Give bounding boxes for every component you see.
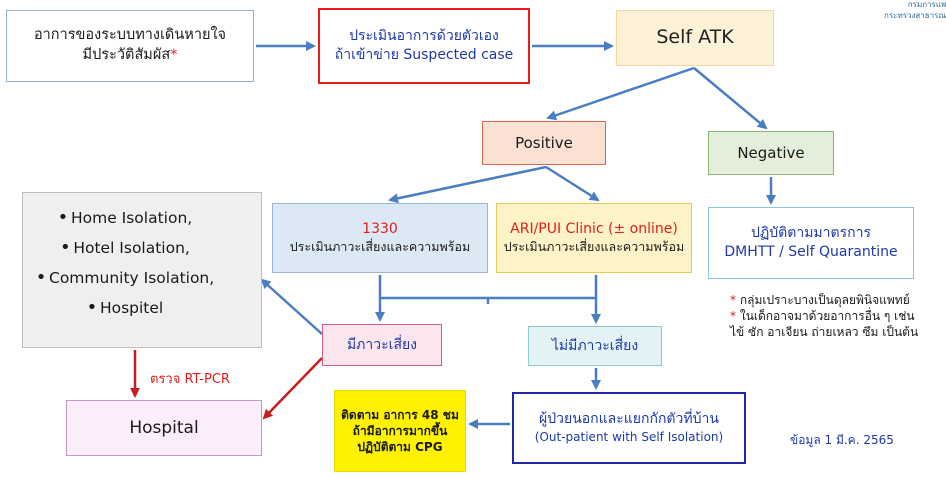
node-positive: Positive: [482, 121, 606, 165]
node-no-risk: ไม่มีภาวะเสี่ยง: [528, 326, 662, 366]
isolation-list: Home Isolation, Hotel Isolation, Communi…: [33, 203, 214, 323]
node-outpatient: ผู้ป่วยนอกและแยกกักตัวที่บ้าน (Out-patie…: [512, 392, 746, 464]
logo-line2: กระทรวงสาธารณสุข: [884, 10, 946, 20]
label-rt-pcr: ตรวจ RT-PCR: [150, 372, 230, 387]
data-date: ข้อมูล 1 มี.ค. 2565: [790, 433, 894, 447]
isolation-item: Hospitel: [33, 293, 214, 323]
isolation-item: Hotel Isolation,: [33, 233, 214, 263]
isolation-item: Community Isolation,: [33, 263, 214, 293]
ari-title: ARI/PUI Clinic (± online): [510, 221, 678, 238]
measures-line2: DMHTT / Self Quarantine: [724, 244, 898, 260]
node-follow-up: ติดตาม อาการ 48 ชม ถ้ามีอาการมากขึ้น ปฏิ…: [334, 390, 466, 472]
risk-label: มีภาวะเสี่ยง: [346, 336, 418, 353]
node-self-atk: Self ATK: [616, 10, 774, 66]
arrow-positive-to-ari: [545, 165, 600, 202]
note-children: ในเด็กอาจมาด้วยอาการอื่น ๆ เช่น: [739, 309, 915, 324]
note-asterisk: *: [730, 309, 736, 324]
hotline-desc: ประเมินภาวะเสี่ยงและความพร้อม: [289, 239, 471, 254]
node-negative: Negative: [708, 131, 834, 175]
followup-line1: ติดตาม อาการ 48 ชม: [341, 407, 459, 422]
assess-line2: ถ้าเข้าข่าย Suspected case: [334, 47, 514, 63]
department-logo: กรมการแพทย์ กระทรวงสาธารณสุข: [884, 0, 946, 22]
arrow-atk-to-negative: [693, 67, 768, 130]
negative-label: Negative: [737, 143, 805, 162]
isolation-item: Home Isolation,: [33, 203, 214, 233]
assess-line1: ประเมินอาการด้วยตัวเอง: [349, 28, 499, 45]
symptoms-asterisk: *: [170, 47, 178, 63]
note-vulnerable: กลุ่มเปราะบางเป็นดุลยพินิจแพทย์: [739, 293, 910, 307]
hospital-label: Hospital: [129, 417, 199, 438]
node-symptoms: อาการของระบบทางเดินหายใจ มีประวัติสัมผัส…: [6, 10, 254, 82]
symptoms-line1: อาการของระบบทางเดินหายใจ: [33, 27, 227, 44]
node-hotline-1330: 1330 ประเมินภาวะเสี่ยงและความพร้อม: [272, 203, 488, 273]
node-self-assessment: ประเมินอาการด้วยตัวเอง ถ้าเข้าข่าย Suspe…: [318, 8, 530, 84]
logo-line1: กรมการแพทย์: [907, 0, 946, 9]
atk-label: Self ATK: [656, 26, 734, 49]
arrow-risk-to-isolation: [260, 278, 323, 335]
outpatient-line1: ผู้ป่วยนอกและแยกกักตัวที่บ้าน: [539, 411, 719, 428]
followup-line2: ถ้ามีอาการมากขึ้น: [352, 423, 448, 438]
node-ari-clinic: ARI/PUI Clinic (± online) ประเมินภาวะเสี…: [496, 203, 692, 273]
outpatient-line2: (Out-patient with Self Isolation): [534, 430, 724, 445]
norisk-label: ไม่มีภาวะเสี่ยง: [551, 337, 639, 354]
node-at-risk: มีภาวะเสี่ยง: [322, 324, 442, 366]
note-asterisk: *: [730, 293, 736, 307]
footnotes: * กลุ่มเปราะบางเป็นดุลยพินิจแพทย์ * ในเด…: [730, 292, 918, 341]
node-isolation-options: Home Isolation, Hotel Isolation, Communi…: [22, 192, 262, 348]
merge-line: [378, 275, 598, 300]
arrow-positive-to-1330: [388, 165, 547, 204]
hotline-number: 1330: [362, 221, 398, 238]
arrow-risk-to-hospital: [262, 357, 323, 420]
positive-label: Positive: [515, 133, 573, 152]
followup-line3: ปฏิบัติตาม CPG: [357, 440, 443, 455]
node-measures: ปฏิบัติตามมาตรการ DMHTT / Self Quarantin…: [708, 207, 914, 279]
ari-desc: ประเมินภาวะเสี่ยงและความพร้อม: [503, 239, 685, 254]
measures-line1: ปฏิบัติตามมาตรการ: [750, 225, 871, 242]
node-hospital: Hospital: [66, 400, 262, 456]
arrow-atk-to-positive: [546, 66, 695, 121]
symptoms-line2: มีประวัติสัมผัส: [82, 47, 171, 63]
note-symptoms: ไข้ ซัก อาเจียน ถ่ายเหลว ซึม เป็นต้น: [730, 325, 919, 340]
